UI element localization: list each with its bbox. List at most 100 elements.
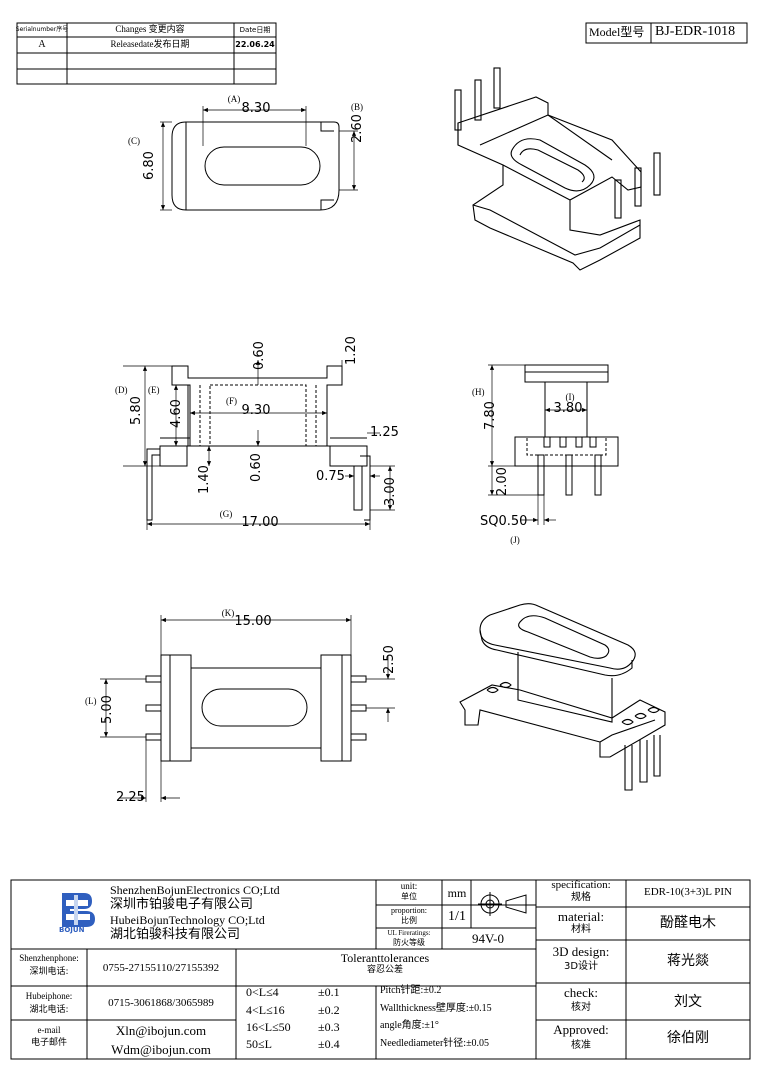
dim-side-pin: 2.00 <box>495 467 510 496</box>
rev-header-serial: Serialnumber序号 <box>15 26 69 33</box>
revision-table <box>16 22 277 85</box>
unit-label-en: unit: <box>400 881 418 891</box>
company-cn-2: 湖北铂骏科技有限公司 <box>110 927 241 942</box>
design-value: 蒋光燚 <box>667 953 709 969</box>
dim-mid: 0.60 <box>249 453 264 482</box>
tolerances-cn: 容忍公差 <box>366 965 404 975</box>
dim-f-value: 9.30 <box>241 403 271 418</box>
dim-e-value: 4.60 <box>169 399 184 428</box>
fire-label-cn: 防火等级 <box>393 938 425 947</box>
shenzhen-label-en: Shenzhenphone: <box>19 953 79 963</box>
rev-row-a-change: Releasedate发布日期 <box>110 39 190 49</box>
fire-label-en: UL Fireratings: <box>387 929 431 937</box>
bottom-view-pins <box>145 675 367 741</box>
dim-b-label: (B) <box>351 102 363 112</box>
material-value: 酚醛电木 <box>660 915 716 931</box>
shenzhen-label-cn: 深圳电话: <box>29 967 69 977</box>
side-view-pins <box>537 436 602 496</box>
side-view <box>488 364 619 525</box>
fire-value: 94V-0 <box>471 931 505 946</box>
tol-value-4: ±0.4 <box>318 1037 340 1051</box>
dim-k-label: (K) <box>221 608 235 618</box>
dim-h-value: 7.80 <box>483 401 498 430</box>
rev-header-date: Date日期 <box>239 26 271 34</box>
check-value: 刘文 <box>674 994 702 1010</box>
dim-i-value: 3.80 <box>553 401 583 416</box>
unit-label-cn: 单位 <box>401 892 417 901</box>
tol-range-3: 16<L≤50 <box>246 1020 291 1034</box>
dim-c-value: 6.80 <box>142 151 157 180</box>
dim-base: 1.40 <box>197 465 212 494</box>
hubei-label-en: Hubeiphone: <box>25 991 73 1001</box>
rev-row-a-date: 22.06.24 <box>235 40 275 49</box>
proportion-label-en: proportion: <box>391 906 427 915</box>
approved-label-en: Approved: <box>553 1022 609 1037</box>
dim-g-label: (G) <box>219 509 233 519</box>
dim-a-label: (A) <box>227 94 241 104</box>
model-label: Model型号 <box>589 25 645 39</box>
check-label-en: check: <box>564 985 598 1000</box>
dim-pitch: 2.50 <box>382 645 397 674</box>
tolerances-en: Toleranttolerances <box>340 951 430 965</box>
model-value: BJ-EDR-1018 <box>655 24 736 39</box>
title-block-frame <box>10 879 751 1060</box>
dim-f-label: (F) <box>226 396 237 406</box>
email-label-en: e-mail <box>37 1025 61 1035</box>
hubei-label-cn: 湖北电话: <box>29 1005 69 1015</box>
rev-row-a-serial: A <box>38 39 46 50</box>
iso-pins <box>486 681 661 791</box>
tol-range-1: 0<L≤4 <box>246 985 279 999</box>
design-label-cn: 3D设计 <box>563 961 599 972</box>
proportion-value: 1/1 <box>448 909 466 924</box>
tol-range-4: 50≤L <box>246 1037 272 1051</box>
dim-i-label: (I) <box>565 392 575 402</box>
tol-value-2: ±0.2 <box>318 1003 340 1017</box>
approved-value: 徐伯刚 <box>667 1030 709 1046</box>
proportion-label-cn: 比例 <box>401 916 417 925</box>
company-cn-1: 深圳市铂骏电子有限公司 <box>110 897 254 912</box>
design-label-en: 3D design: <box>552 944 610 959</box>
spec-label-en: specification: <box>551 879 611 891</box>
dim-e-label: (E) <box>148 385 160 395</box>
bottom-view <box>100 615 395 802</box>
dim-l-label: (L) <box>85 696 97 706</box>
company-en-1: ShenzhenBojunElectronics CO;Ltd <box>110 883 280 897</box>
dim-j-label: (J) <box>510 535 520 545</box>
dim-l-value: 5.00 <box>100 695 115 724</box>
dim-sq: SQ0.50 <box>480 514 528 529</box>
hubei-phone: 0715-3061868/3065989 <box>108 997 214 1009</box>
dim-d-label: (D) <box>115 385 128 395</box>
iso-view-bottom <box>459 603 666 791</box>
dim-offset: 2.25 <box>116 790 145 805</box>
pitch-tolerance: Pitch针距:±0.2 <box>380 985 442 996</box>
approved-label-cn: 核准 <box>571 1040 591 1051</box>
needle-tolerance: Needlediameter针径:±0.05 <box>380 1038 490 1049</box>
rev-header-changes: Changes 变更内容 <box>115 24 185 34</box>
dim-c-label: (C) <box>128 136 140 146</box>
iso-view-top <box>454 67 661 271</box>
top-view <box>160 106 358 211</box>
email-1[interactable]: Xln@ibojun.com <box>115 1023 207 1038</box>
dim-b-value: 2.60 <box>350 114 365 143</box>
company-en-2: HubeiBojunTechnology CO;Ltd <box>110 913 265 927</box>
wall-tolerance: Wallthickness壁厚度:±0.15 <box>380 1003 492 1014</box>
tol-value-1: ±0.1 <box>318 985 340 999</box>
spec-label-cn: 规格 <box>571 892 591 903</box>
shenzhen-phone: 0755-27155110/27155392 <box>102 962 220 974</box>
dim-top-gap: 0.60 <box>252 341 267 370</box>
spec-value: EDR-10(3+3)L PIN <box>644 886 732 898</box>
dim-flange: 1.20 <box>344 336 359 365</box>
check-label-cn: 核对 <box>571 1002 591 1013</box>
tol-value-3: ±0.3 <box>318 1020 340 1034</box>
dim-a-value: 8.30 <box>241 101 271 116</box>
angle-tolerance: angle角度:±1° <box>380 1020 439 1031</box>
model-box <box>585 22 748 44</box>
dim-h-label: (H) <box>472 387 485 397</box>
dim-step: 1.25 <box>370 425 399 440</box>
email-2[interactable]: Wdm@ibojun.com <box>111 1042 211 1057</box>
dim-pin-width: 0.75 <box>316 469 345 484</box>
email-label-cn: 电子邮件 <box>30 1038 68 1048</box>
logo-text: BOJUN <box>59 926 85 934</box>
front-view <box>123 360 395 530</box>
